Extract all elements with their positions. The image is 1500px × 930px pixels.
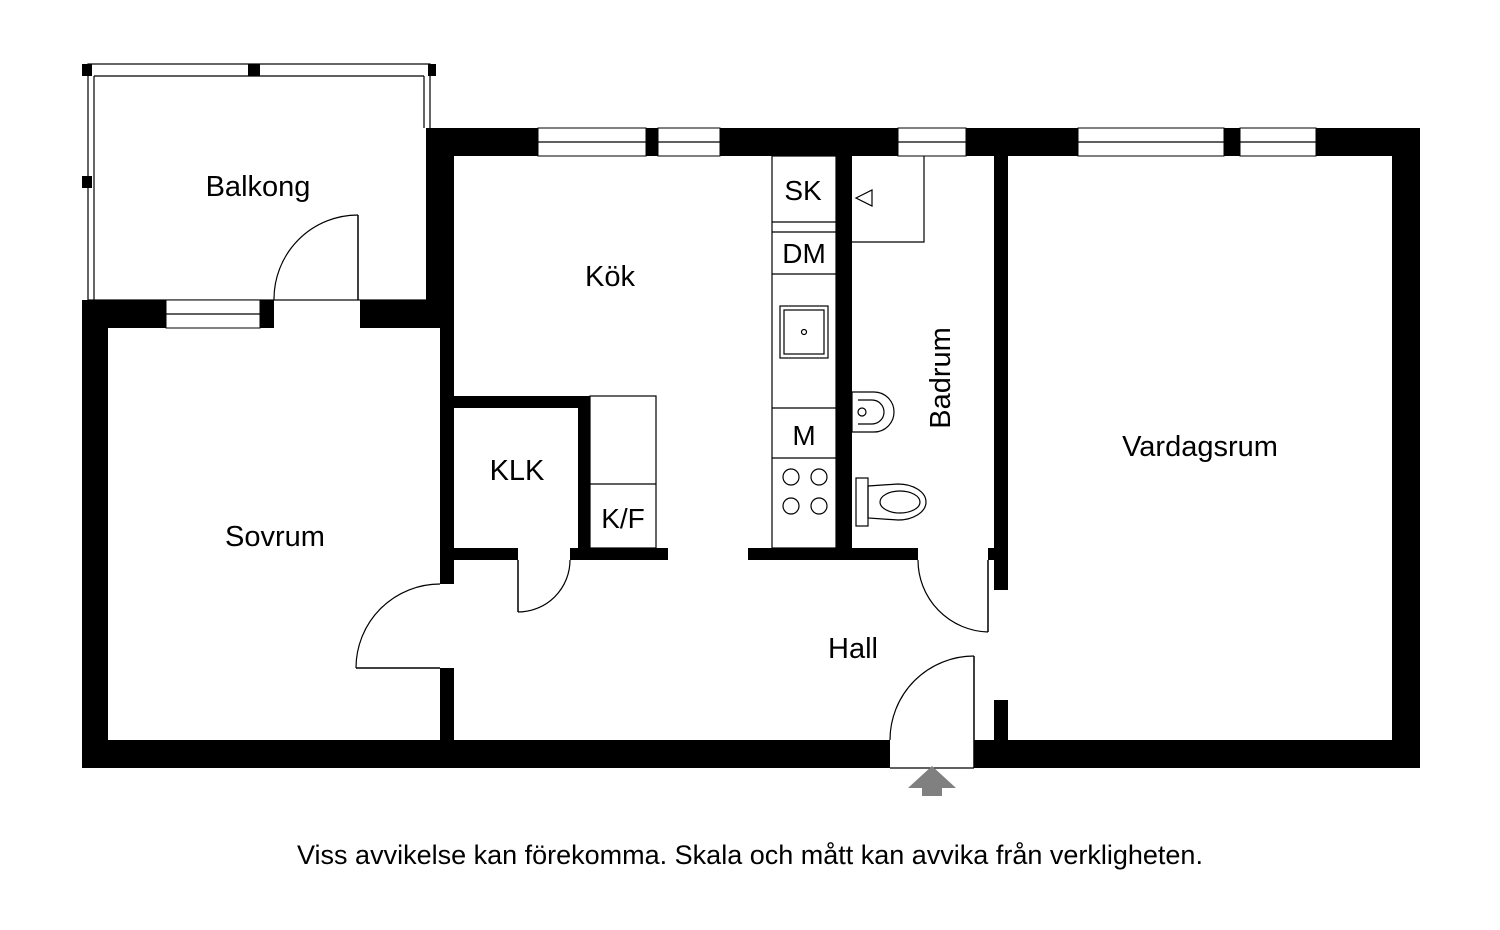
stove-icon bbox=[782, 468, 828, 515]
fridge-freezer bbox=[589, 395, 657, 549]
interior-walls bbox=[440, 156, 1008, 740]
balcony-door bbox=[273, 214, 359, 301]
shower-icon bbox=[852, 156, 925, 243]
kitchen-counter bbox=[771, 155, 837, 549]
room-label-hall: Hall bbox=[828, 633, 878, 665]
bedroom-door bbox=[355, 583, 441, 669]
room-label-badrum: Badrum bbox=[925, 327, 957, 429]
room-label-balkong: Balkong bbox=[206, 171, 311, 203]
sink-icon bbox=[779, 305, 829, 359]
doors bbox=[273, 214, 989, 769]
bathroom-door bbox=[917, 559, 989, 633]
room-label-sovrum: Sovrum bbox=[225, 521, 325, 553]
windows bbox=[82, 127, 1317, 674]
closet-door bbox=[517, 559, 571, 613]
fixture-label-kf: K/F bbox=[601, 503, 645, 534]
bathroom-fixtures bbox=[851, 156, 927, 527]
fixture-label-sk: SK bbox=[784, 175, 822, 206]
room-label-kok: Kök bbox=[585, 261, 635, 293]
toilet-icon bbox=[855, 477, 927, 527]
entrance-door bbox=[889, 655, 975, 769]
room-label-klk: KLK bbox=[490, 455, 545, 487]
washbasin-icon bbox=[851, 391, 895, 433]
fixture-label-dm: DM bbox=[782, 238, 826, 269]
entrance-arrow-icon bbox=[908, 766, 956, 796]
fixture-label-m: M bbox=[792, 420, 815, 451]
disclaimer-text: Viss avvikelse kan förekomma. Skala och … bbox=[297, 840, 1203, 870]
room-label-vardagsrum: Vardagsrum bbox=[1122, 431, 1278, 463]
